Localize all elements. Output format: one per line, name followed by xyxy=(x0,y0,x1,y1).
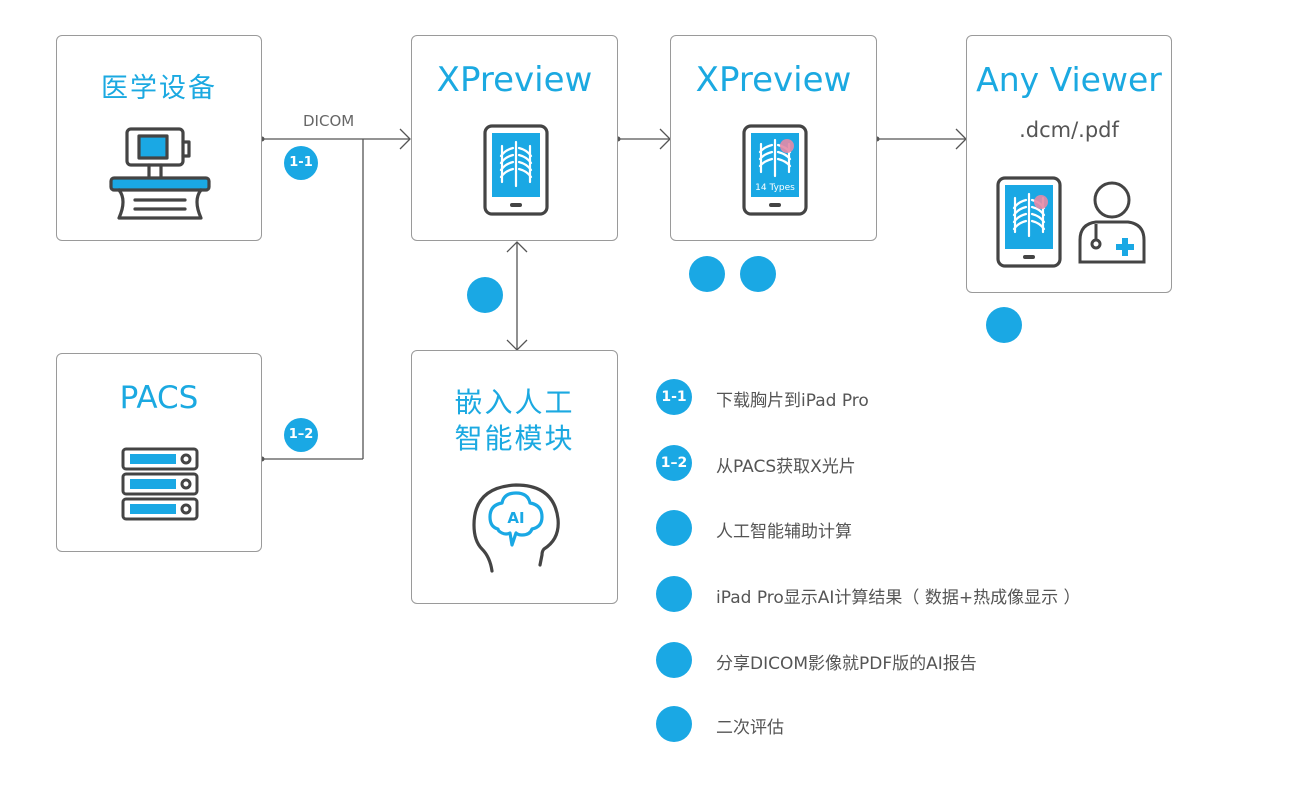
node-title-line-2: 智能模块 xyxy=(454,422,575,455)
step-badge-1-1: 1-1 xyxy=(284,146,318,180)
legend-badge xyxy=(656,642,692,678)
node-title: XPreview xyxy=(436,60,593,100)
node-title: XPreview xyxy=(695,60,852,100)
legend-badge: 1–2 xyxy=(656,445,692,481)
medical-device-icon xyxy=(109,127,211,220)
legend-badge xyxy=(656,576,692,612)
ai-brain-icon: AI xyxy=(472,483,560,573)
node-any-viewer: Any Viewer .dcm/.pdf xyxy=(966,35,1172,293)
legend-badge xyxy=(656,510,692,546)
node-title: Any Viewer xyxy=(976,60,1162,99)
legend-text: 二次评估 xyxy=(716,718,784,738)
doctor-icon xyxy=(1078,181,1146,264)
tablet-xray-icon xyxy=(483,124,549,216)
node-subtitle: .dcm/.pdf xyxy=(1019,118,1119,142)
node-medical-device: 医学设备 xyxy=(56,35,262,241)
step-marker-review xyxy=(986,307,1022,343)
legend-text: iPad Pro显示AI计算结果（ 数据+热成像显示 ） xyxy=(716,588,1081,608)
step-marker-ai xyxy=(467,277,503,313)
legend-text: 分享DICOM影像就PDF版的AI报告 xyxy=(716,654,977,674)
dicom-label: DICOM xyxy=(303,112,355,130)
step-badge-1-2: 1–2 xyxy=(284,418,318,452)
node-pacs: PACS xyxy=(56,353,262,552)
legend-text: 人工智能辅助计算 xyxy=(716,522,852,542)
legend-text: 从PACS获取X光片 xyxy=(716,457,856,477)
node-ai-module: 嵌入人工 智能模块 AI xyxy=(411,350,618,604)
ai-badge-text: AI xyxy=(507,509,524,527)
server-rack-icon xyxy=(121,447,199,521)
node-xpreview-2: XPreview 14 Types xyxy=(670,35,877,241)
legend-badge: 1-1 xyxy=(656,379,692,415)
node-title: 医学设备 xyxy=(101,73,217,104)
legend-text: 下载胸片到iPad Pro xyxy=(716,391,869,411)
step-marker-share xyxy=(740,256,776,292)
node-xpreview-1: XPreview xyxy=(411,35,618,241)
step-marker-display xyxy=(689,256,725,292)
legend-badge xyxy=(656,706,692,742)
tablet-xray-heatmap-icon: 14 Types xyxy=(742,124,808,216)
tablet-xray-heatmap-icon xyxy=(996,176,1062,268)
node-title-line-1: 嵌入人工 xyxy=(454,386,575,419)
types-caption: 14 Types xyxy=(755,183,795,193)
node-title: PACS xyxy=(119,380,199,416)
